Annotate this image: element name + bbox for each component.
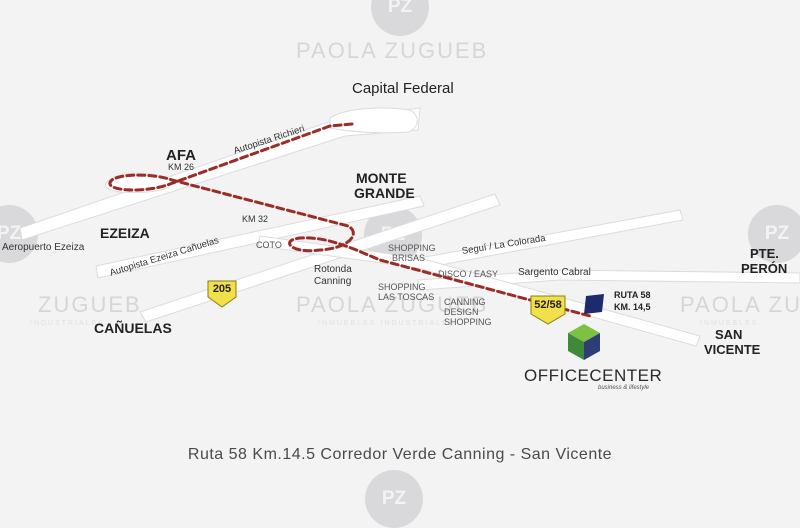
poi-rotonda-2: Canning bbox=[314, 276, 352, 287]
label-canuelas: CAÑUELAS bbox=[94, 320, 172, 336]
label-pte-peron-1: PTE. bbox=[750, 246, 779, 261]
label-ruta58-km: KM. 14,5 bbox=[614, 302, 651, 312]
watermark-logo-right: PZ bbox=[748, 205, 800, 263]
poi-canning-design-2: DESIGN bbox=[444, 307, 479, 317]
poi-las-toscas-1: SHOPPING bbox=[378, 282, 426, 292]
label-monte-grande-2: GRANDE bbox=[354, 185, 415, 201]
shield-5258 bbox=[530, 295, 566, 325]
watermark-text-mid: PAOLA ZUGUEB bbox=[296, 292, 489, 317]
shield-5258-label: 52/58 bbox=[534, 299, 562, 311]
office-center-word-office: OFFICE bbox=[524, 366, 590, 385]
watermark-text-left: ZUGUEB bbox=[38, 292, 142, 317]
label-monte-grande-1: MONTE bbox=[356, 170, 407, 186]
office-center-logo: OFFICECENTER bbox=[524, 366, 662, 386]
label-afa-km: KM 26 bbox=[168, 162, 195, 172]
shield-205-label: 205 bbox=[212, 283, 232, 295]
office-center-tagline: business & lifestyle bbox=[598, 385, 650, 391]
road-ruta58 bbox=[257, 235, 701, 347]
office-center-word-center: CENTER bbox=[589, 366, 663, 385]
watermark-text-right: PAOLA ZUGUEB bbox=[680, 292, 800, 317]
ruta58-marker bbox=[584, 294, 604, 314]
label-san-vicente-1: SAN bbox=[715, 327, 743, 342]
road-sargento bbox=[417, 269, 800, 291]
label-afa: AFA bbox=[166, 147, 196, 164]
label-capital-federal: Capital Federal bbox=[352, 80, 454, 97]
poi-canning-design-1: CANNING bbox=[444, 297, 486, 307]
poi-coto: COTO bbox=[256, 240, 282, 250]
watermark-text-top: PAOLA ZUGUEB bbox=[296, 38, 489, 63]
label-km32: KM 32 bbox=[242, 214, 269, 224]
watermark-sub-left: INDUSTRIALES bbox=[30, 320, 105, 327]
watermark-logo-top: PZ bbox=[371, 0, 429, 36]
label-pte-peron-2: PERÓN bbox=[741, 261, 788, 276]
shield-205 bbox=[207, 280, 237, 308]
watermark-logo-left: PZ bbox=[0, 205, 38, 263]
poi-las-toscas-2: LAS TOSCAS bbox=[378, 292, 435, 302]
label-san-vicente-2: VICENTE bbox=[704, 342, 761, 357]
watermark-sub-right: INMUEBLES bbox=[700, 320, 759, 327]
poi-shopping-brisas-1: SHOPPING bbox=[388, 243, 436, 253]
label-aeropuerto-ezeiza: Aeropuerto Ezeiza bbox=[2, 242, 85, 253]
route-line bbox=[108, 122, 592, 318]
label-ezeiza: EZEIZA bbox=[100, 225, 150, 241]
watermark-sub-mid: INMUEBLES INDUSTRIALES bbox=[318, 320, 456, 327]
label-ruta58: RUTA 58 bbox=[614, 290, 651, 300]
poi-disco-easy: DISCO / EASY bbox=[438, 269, 499, 279]
office-center-cube-icon bbox=[568, 324, 600, 360]
poi-shopping-brisas-2: BRISAS bbox=[392, 253, 426, 263]
poi-rotonda-1: Rotonda bbox=[314, 264, 352, 275]
poi-canning-design-3: SHOPPING bbox=[444, 317, 492, 327]
label-sargento-cabral: Sargento Cabral bbox=[518, 267, 591, 278]
capital-area bbox=[329, 107, 418, 134]
map-caption: Ruta 58 Km.14.5 Corredor Verde Canning -… bbox=[187, 446, 613, 463]
watermark-logo-bottom: PZ bbox=[365, 470, 423, 528]
